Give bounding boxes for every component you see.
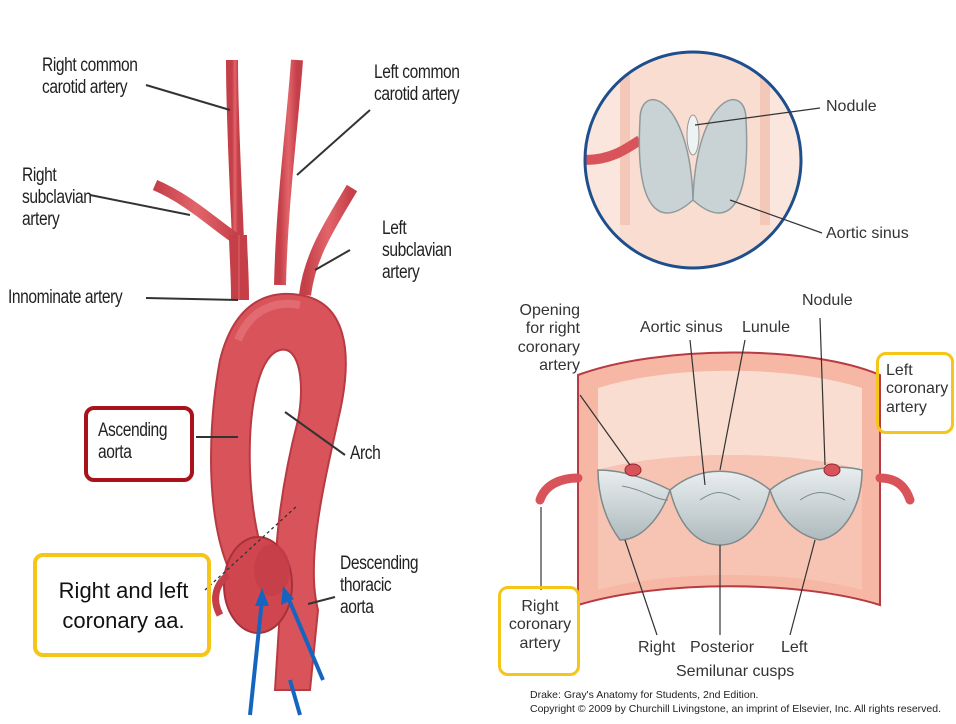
credit-line-2: Copyright © 2009 by Churchill Livingston… [530,703,941,717]
aortic-valve-circle-view [585,40,801,305]
label-opening-right-coronary: Opening for right coronary artery [508,302,580,376]
label-left-common-carotid: Left common carotid artery [374,62,460,106]
credit-line-1: Drake: Gray's Anatomy for Students, 2nd … [530,689,758,703]
label-semilunar-cusps: Semilunar cusps [676,663,794,681]
label-aortic-sinus-top: Aortic sinus [826,225,909,243]
label-left-coronary-artery: Left coronary artery [886,362,948,417]
label-arch: Arch [350,443,380,465]
ascending-aorta-highlight-box [84,406,194,482]
label-left-subclavian: Left subclavian artery [382,218,452,284]
opened-aortic-valve [540,353,910,606]
label-nodule-top: Nodule [826,98,877,116]
label-lunule: Lunule [742,319,790,337]
label-right-subclavian: Right subclavian artery [22,165,92,231]
label-cusp-posterior: Posterior [690,639,754,657]
label-aortic-sinus: Aortic sinus [640,319,723,337]
label-descending-thoracic-aorta: Descending thoracic aorta [340,553,418,619]
label-cusp-right: Right [638,639,675,657]
label-cusp-left: Left [781,639,808,657]
label-innominate-artery: Innominate artery [8,287,122,309]
label-right-left-coronary-aa: Right and left coronary aa. [41,576,206,635]
label-right-common-carotid: Right common carotid artery [42,55,138,99]
label-nodule: Nodule [802,292,853,310]
label-right-coronary-artery: Right coronary artery [508,598,572,653]
